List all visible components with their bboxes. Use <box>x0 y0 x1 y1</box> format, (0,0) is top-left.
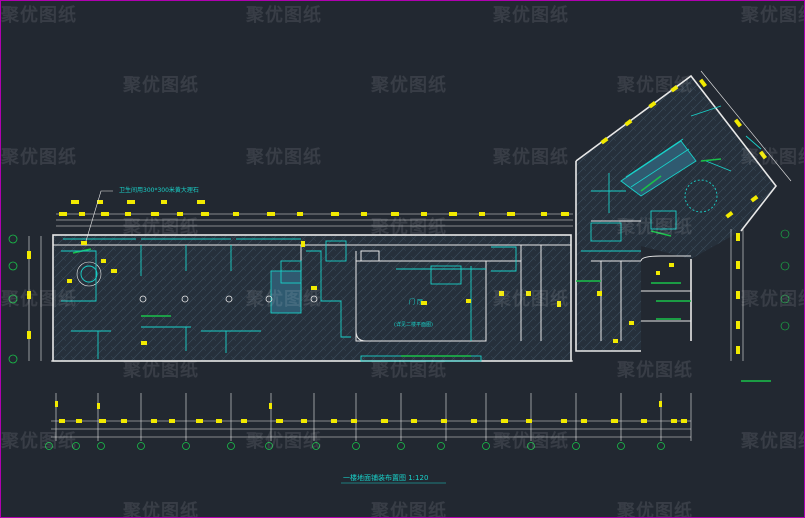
column-dots <box>139 295 318 303</box>
fixtures <box>63 105 762 362</box>
bottom-dimension-marks <box>55 401 687 423</box>
drawing-title: 一楼地面铺装布置图 1:120 <box>343 474 429 482</box>
green-elements <box>72 158 771 382</box>
room-label: 门 厅 <box>409 299 423 306</box>
lighting-points <box>67 241 674 345</box>
east-wing-dimension-lines <box>700 70 792 361</box>
left-dimension <box>8 234 42 364</box>
top-dimension-chain <box>56 213 573 227</box>
top-dimension-marks <box>59 200 569 216</box>
bottom-dimension-chain <box>51 393 692 441</box>
annotation-leader <box>85 190 113 242</box>
interior-walls <box>51 220 691 362</box>
east-wing-dimension-marks <box>600 78 768 354</box>
entry-feature <box>61 250 102 302</box>
main-floor-area <box>53 235 571 361</box>
material-annotation: 卫生间用300*300米黄大理石 <box>119 187 199 194</box>
bottom-axis-bubbles <box>45 442 665 450</box>
room-note: (详见二楼平面图) <box>394 322 433 328</box>
